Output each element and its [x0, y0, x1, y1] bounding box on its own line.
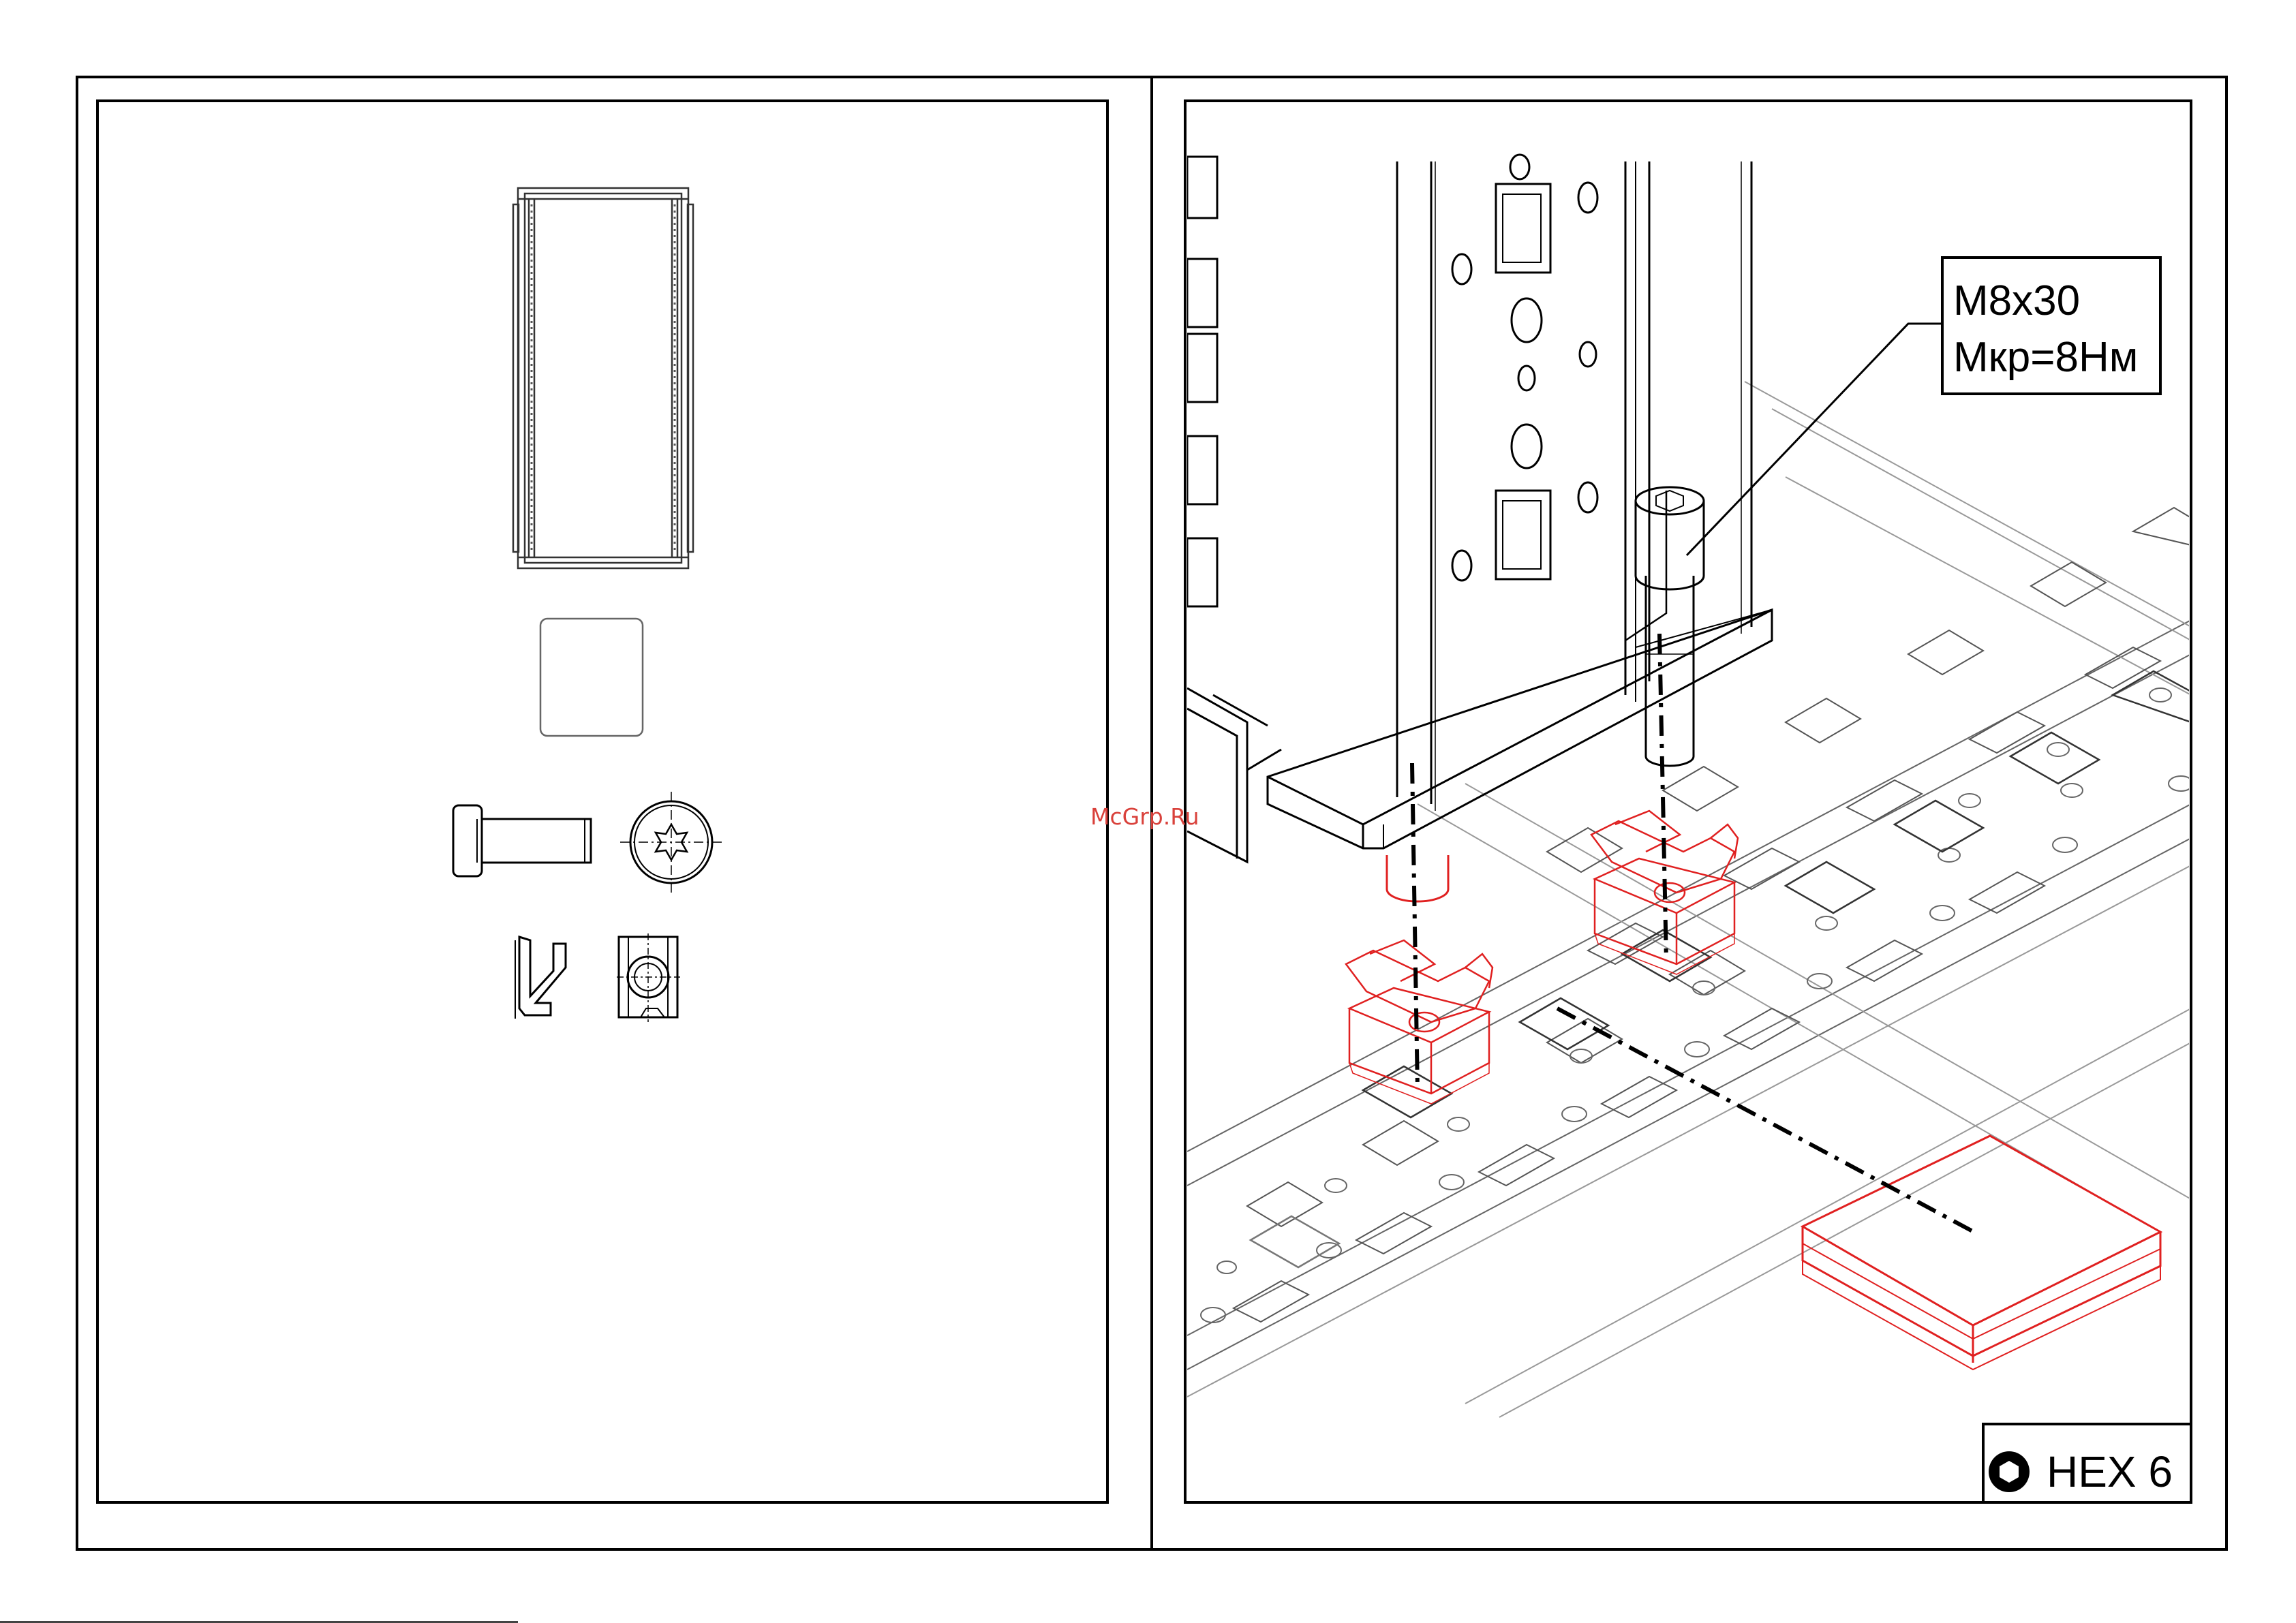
part-pad — [540, 619, 643, 736]
part-cage-nut-side — [515, 937, 566, 1019]
foot-plate — [1268, 610, 1772, 848]
rail-slots-upper — [1547, 508, 2191, 964]
callout-leader — [1687, 324, 1942, 555]
tool-box: HEX 6 — [1983, 1424, 2191, 1502]
side-profile — [1187, 157, 1281, 862]
hex-bolt — [1636, 487, 1704, 766]
part-bolt-side — [453, 805, 591, 876]
left-panel-frame — [97, 101, 1107, 1502]
part-frame-perforation — [532, 204, 675, 552]
foot-stub — [1387, 855, 1448, 901]
bolt-callout: M8x30 Мкр=8Нм — [1942, 258, 2160, 394]
torque-label: Мкр=8Нм — [1953, 334, 2138, 381]
watermark: McGrp.Ru — [1090, 803, 1199, 830]
tool-label: HEX 6 — [2047, 1447, 2173, 1496]
part-bolt-head — [620, 792, 722, 893]
plinth-rail — [1187, 382, 2191, 1417]
rail-holes — [1201, 688, 2193, 1323]
hex-socket-icon — [1989, 1451, 2030, 1492]
part-cage-nut-front — [617, 933, 680, 1022]
bolt-size-label: M8x30 — [1953, 277, 2080, 324]
nut-openings — [1251, 671, 2191, 1267]
part-cabinet-frame — [513, 188, 693, 568]
frame-upright — [1397, 155, 1751, 811]
